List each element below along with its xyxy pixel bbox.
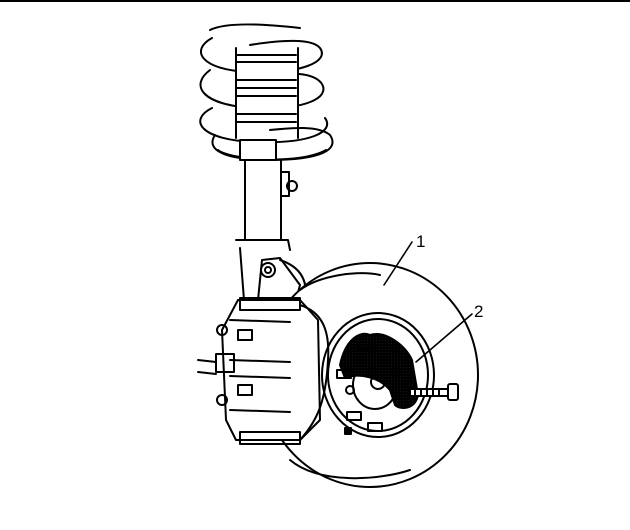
brake-caliper bbox=[197, 297, 330, 445]
leader-line-2 bbox=[415, 313, 473, 363]
strut-tube bbox=[235, 139, 298, 251]
callout-1-label: 1 bbox=[416, 232, 426, 251]
bolt bbox=[409, 383, 459, 401]
top-rule bbox=[0, 0, 630, 2]
hub-assembly bbox=[321, 312, 435, 438]
leader-line-1 bbox=[383, 241, 413, 286]
callout-2-label: 2 bbox=[474, 302, 484, 321]
coil-spring bbox=[199, 23, 334, 161]
